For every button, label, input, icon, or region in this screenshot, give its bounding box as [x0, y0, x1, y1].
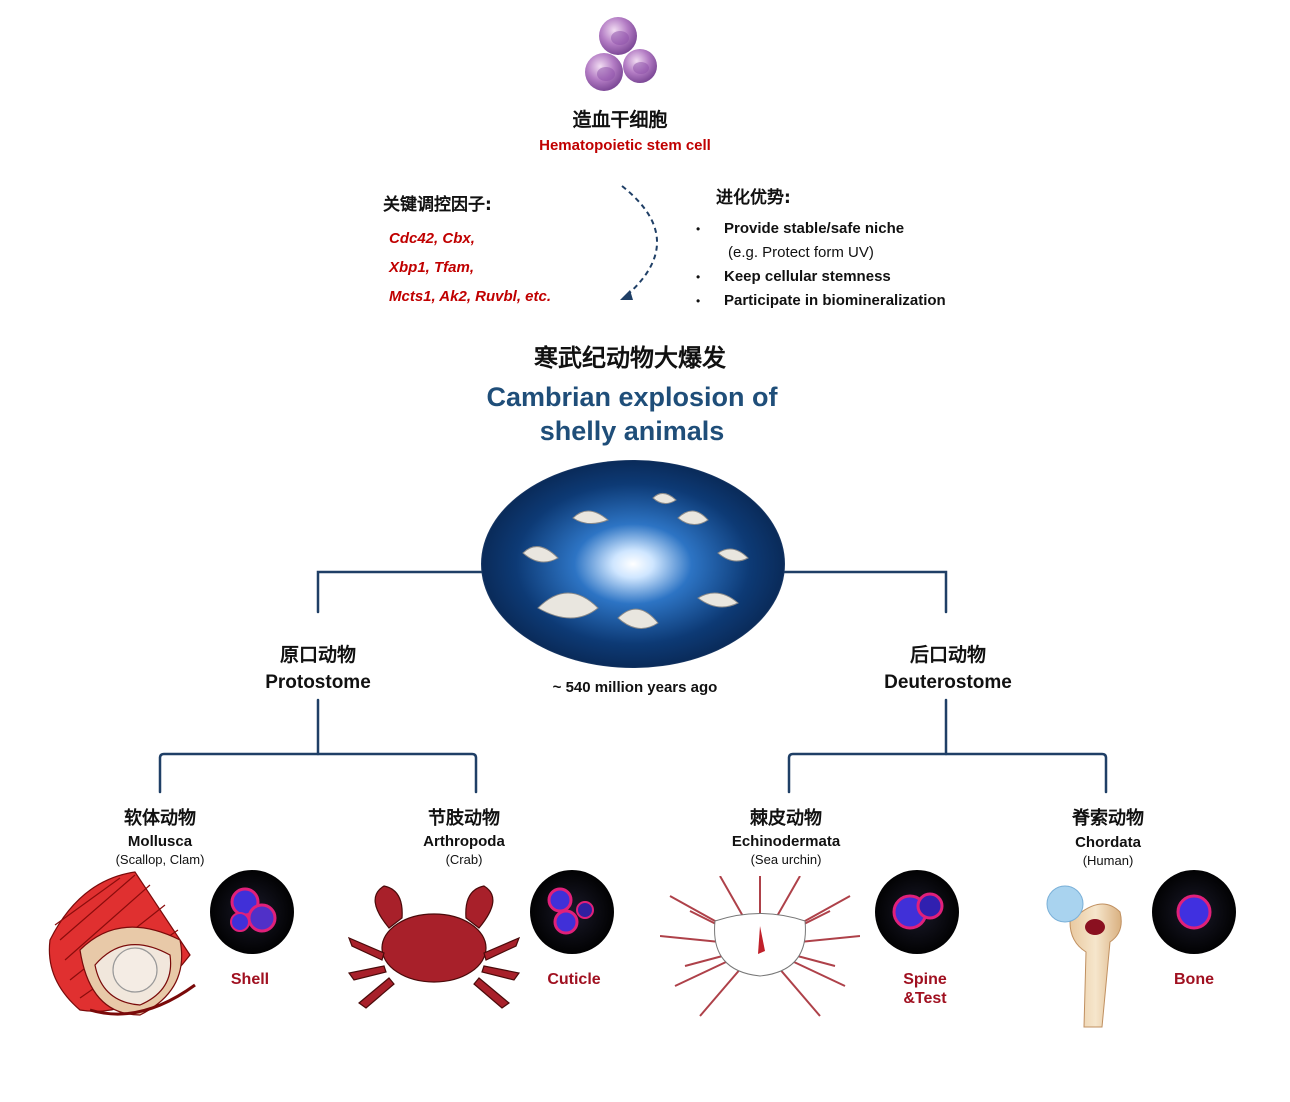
connector-deuterostome-bar: [787, 752, 1108, 794]
advantages-list: •Provide stable/safe niche (e.g. Protect…: [696, 217, 996, 313]
phylum-chordata-example: (Human): [1082, 853, 1134, 868]
phylum-chordata-en: Chordata: [1075, 834, 1141, 851]
stem-cell-title-cn: 造血干细胞: [572, 109, 668, 131]
phylum-chordata-cn: 脊索动物: [1072, 808, 1144, 829]
phylum-arthropoda-example: (Crab): [445, 852, 483, 867]
connector-right-top: [774, 570, 948, 614]
tissue-spine: Spine: [903, 971, 947, 988]
regulator-line-1: Cdc42, Cbx,: [389, 230, 475, 247]
tissue-bone: Bone: [1174, 971, 1214, 988]
protostome-en: Protostome: [265, 672, 371, 693]
scallop-illustration: [48, 871, 196, 1016]
advantage-item-sub: (e.g. Protect form UV): [728, 244, 874, 261]
deuterostome-en: Deuterostome: [884, 672, 1012, 693]
cell-micrograph-bone: [1152, 870, 1236, 954]
cambrian-time: ~ 540 million years ago: [552, 679, 718, 696]
dashed-arrow: [621, 185, 658, 297]
phylum-mollusca-en: Mollusca: [127, 833, 193, 850]
cambrian-title-en-line2: shelly animals: [539, 416, 725, 446]
phylum-mollusca-example: (Scallop, Clam): [115, 852, 205, 867]
connector-protostome-bar: [158, 752, 478, 794]
connector-left-top: [316, 570, 492, 614]
tissue-cuticle: Cuticle: [547, 971, 601, 988]
tissue-shell: Shell: [230, 971, 270, 988]
advantages-heading: 进化优势:: [716, 188, 791, 208]
phylum-echinodermata-cn: 棘皮动物: [750, 808, 822, 829]
cell-micrograph-spine: [875, 870, 959, 954]
regulator-line-3: Mcts1, Ak2, Ruvbl, etc.: [389, 288, 551, 305]
cambrian-title-en-line1: Cambrian explosion of: [486, 382, 778, 412]
stem-cell-icon: [585, 17, 657, 91]
protostome-cn: 原口动物: [279, 644, 356, 666]
advantage-item: •Provide stable/safe niche: [696, 220, 905, 237]
advantage-item: •Keep cellular stemness: [696, 268, 891, 285]
phylum-arthropoda-cn: 节肢动物: [428, 808, 500, 829]
phylum-echinodermata-example: (Sea urchin): [750, 852, 822, 867]
stem-cell-title-en: Hematopoietic stem cell: [539, 137, 711, 154]
bone-illustration: [1046, 885, 1122, 1028]
sea-urchin-illustration: [660, 876, 860, 1017]
regulators-heading: 关键调控因子:: [383, 195, 492, 215]
phylum-mollusca-cn: 软体动物: [124, 808, 196, 829]
advantage-item: •Participate in biomineralization: [696, 292, 946, 309]
tissue-test: &Test: [903, 990, 947, 1007]
cell-micrograph-cuticle: [530, 870, 614, 954]
phylum-echinodermata-en: Echinodermata: [731, 833, 841, 850]
cell-micrograph-shell: [210, 870, 294, 954]
cambrian-title-cn: 寒武纪动物大爆发: [534, 344, 726, 372]
regulator-line-2: Xbp1, Tfam,: [389, 259, 475, 276]
phylum-arthropoda-en: Arthropoda: [423, 833, 505, 850]
cambrian-ocean-image: [481, 460, 785, 668]
deuterostome-cn: 后口动物: [909, 644, 986, 666]
crab-illustration: [347, 885, 521, 1009]
arrow-head: [620, 290, 633, 300]
